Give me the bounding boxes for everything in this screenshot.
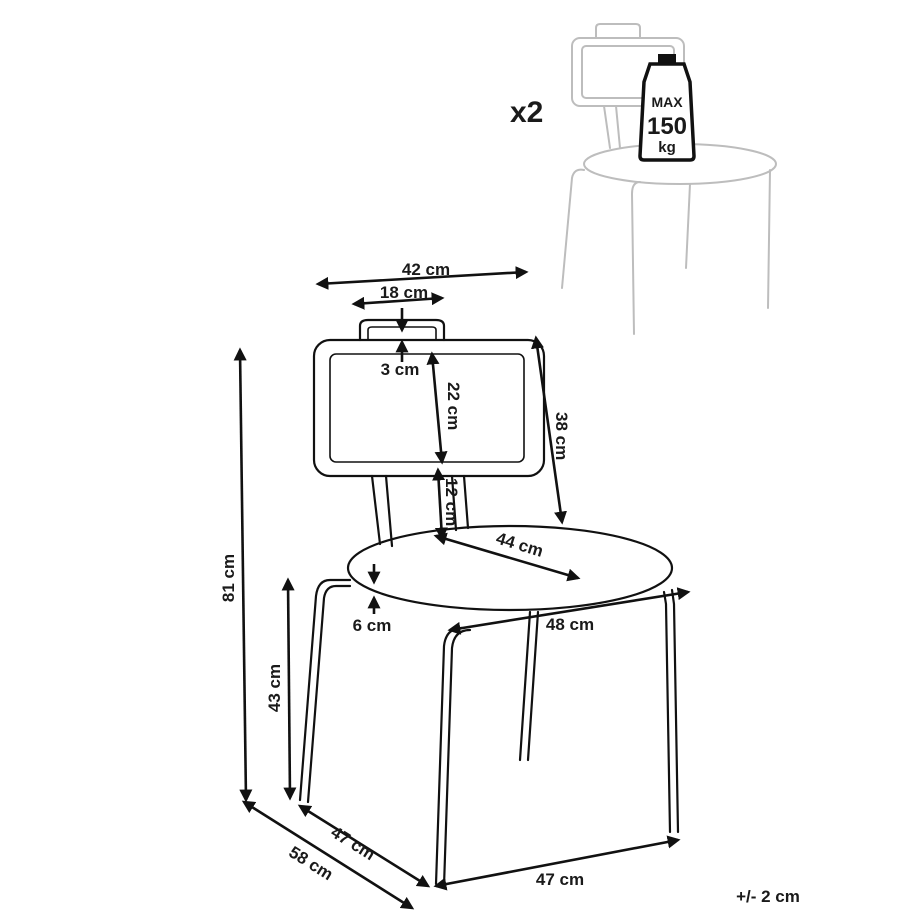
dim-base-width: 47 cm	[536, 870, 584, 889]
dim-overall-depth: 58 cm	[285, 843, 336, 885]
dim-handle-width: 18 cm	[380, 283, 428, 302]
dim-backrest-inner-height: 22 cm	[444, 382, 463, 430]
dim-support-height: 12 cm	[442, 478, 461, 526]
dim-width-top: 42 cm	[402, 260, 450, 279]
dim-seat-width: 48 cm	[546, 615, 594, 634]
dim-backrest-height: 38 cm	[552, 412, 571, 460]
quantity-label: x2	[510, 96, 543, 129]
dim-seat-thickness: 6 cm	[353, 616, 392, 635]
weight-icon	[638, 54, 696, 162]
dimension-arrows	[233, 266, 691, 910]
reference-chair-illustration	[561, 23, 777, 335]
dim-total-height: 81 cm	[219, 554, 238, 602]
dim-handle-height: 3 cm	[381, 360, 420, 379]
max-load-line2: 150	[647, 113, 687, 140]
tolerance-note: +/- 2 cm	[736, 887, 800, 906]
dim-base-depth: 47 cm	[327, 823, 378, 865]
max-load-line3: kg	[658, 139, 676, 156]
max-load-line1: MAX	[651, 94, 683, 110]
dim-seat-height: 43 cm	[265, 664, 284, 712]
